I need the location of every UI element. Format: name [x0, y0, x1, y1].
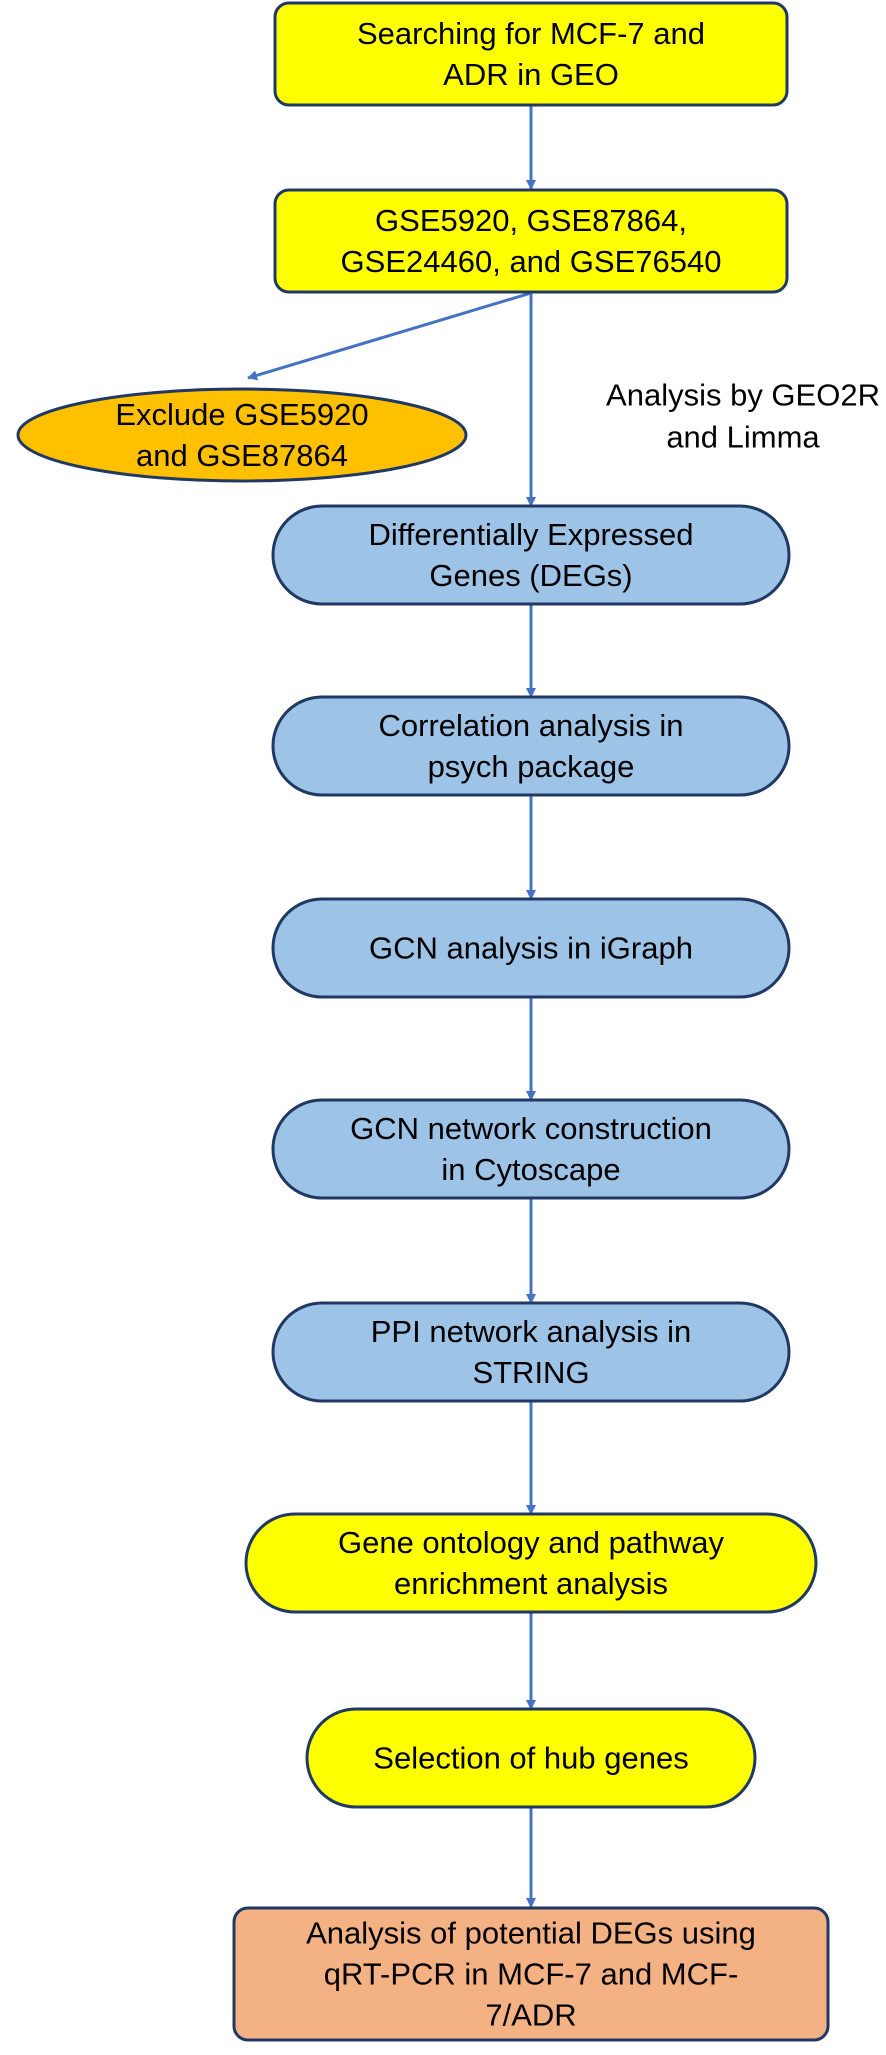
flow-node-n2: GSE5920, GSE87864, GSE24460, and GSE76540 [273, 188, 789, 294]
flow-node-n11: Analysis of potential DEGs using qRT-PCR … [232, 1906, 830, 2042]
flow-node-shape [305, 1707, 757, 1809]
flow-node-shape [232, 1906, 830, 2042]
edge-annotation-line: Analysis by GEO2R [606, 378, 880, 413]
flow-node-label-line: GSE24460, and GSE76540 [341, 244, 722, 279]
flow-node-label-line: Gene ontology and pathway [338, 1525, 725, 1560]
flow-node-n3: Exclude GSE5920 and GSE87864 [16, 387, 468, 483]
flow-node-shape [273, 188, 789, 294]
flow-node-n9: Gene ontology and pathway enrichment anal… [244, 1512, 818, 1614]
flow-node-label-line: Analysis of potential DEGs using [306, 1916, 756, 1951]
flow-node-label-line: enrichment analysis [394, 1566, 668, 1601]
flow-node-label-line: and GSE87864 [136, 438, 348, 473]
flow-node-shape [16, 387, 468, 483]
flow-node-label-line: GCN network construction [350, 1111, 712, 1146]
flow-node-n8: PPI network analysis in STRING [271, 1301, 791, 1403]
flow-node-shape [273, 1, 789, 107]
flow-node-label-line: GSE5920, GSE87864, [375, 203, 687, 238]
flow-node-shape [271, 897, 791, 999]
flow-node-label-line: Exclude GSE5920 [115, 397, 368, 432]
flow-node-label-line: Correlation analysis in [379, 708, 684, 743]
flow-node-label-line: GCN analysis in iGraph [369, 931, 693, 966]
flow-node-shape [244, 1512, 818, 1614]
flow-node-label-line: STRING [472, 1355, 589, 1390]
edge-annotation: Analysis by GEO2R and Limma [606, 378, 880, 455]
flow-node-label-line: 7/ADR [485, 1998, 576, 2033]
flow-node-label-line: in Cytoscape [441, 1152, 620, 1187]
flow-node-shape [271, 1301, 791, 1403]
flow-node-label-line: psych package [428, 749, 635, 784]
flow-node-label-line: Genes (DEGs) [429, 558, 632, 593]
flow-node-n7: GCN network construction in Cytoscape [271, 1098, 791, 1200]
edge-annotation-line: and Limma [666, 420, 820, 455]
flow-node-label-line: ADR in GEO [443, 57, 619, 92]
flow-node-n5: Correlation analysis in psych package [271, 695, 791, 797]
flow-node-shape [271, 504, 791, 606]
flow-node-n10: Selection of hub genes [305, 1707, 757, 1809]
flow-node-label-line: qRT-PCR in MCF-7 and MCF- [324, 1957, 739, 1992]
arrow-n2-to-n3 [247, 291, 532, 381]
flow-node-shape [271, 695, 791, 797]
flow-node-label-line: PPI network analysis in [371, 1314, 691, 1349]
flow-node-label-line: Searching for MCF-7 and [357, 16, 705, 51]
flow-node-label-line: Differentially Expressed [368, 517, 693, 552]
flow-node-n6: GCN analysis in iGraph [271, 897, 791, 999]
flow-node-shape [271, 1098, 791, 1200]
flow-node-label-line: Selection of hub genes [373, 1741, 688, 1776]
